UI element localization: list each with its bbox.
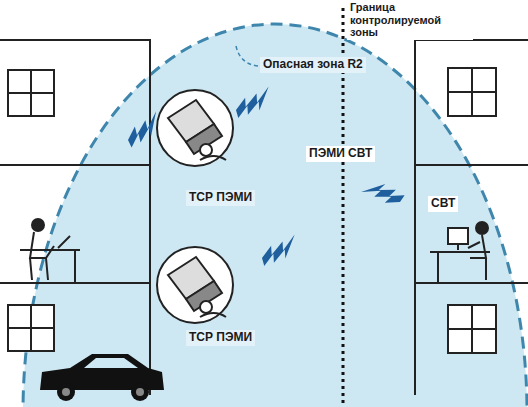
car — [40, 354, 164, 401]
emission-bolt — [231, 85, 276, 122]
emission-bolt — [360, 177, 406, 208]
right-building — [415, 40, 528, 395]
emission-bolt — [123, 110, 167, 151]
person-with-laptop — [20, 219, 80, 283]
emission-bolt — [257, 233, 302, 270]
emission-label: ПЭМИ СВТ — [306, 146, 375, 162]
left-building — [0, 40, 150, 395]
interception-station — [157, 247, 233, 323]
equipment-label: СВТ — [428, 196, 458, 212]
station-label: ТСР ПЭМИ — [186, 190, 255, 206]
leader-line — [236, 46, 258, 66]
danger-zone — [23, 24, 527, 407]
station-label: ТСР ПЭМИ — [186, 330, 255, 346]
person-with-computer — [430, 222, 490, 283]
interception-station — [157, 90, 233, 166]
boundary-label: Граница контролируемой зоны — [347, 0, 473, 40]
zone-label: Опасная зона R2 — [260, 57, 366, 73]
